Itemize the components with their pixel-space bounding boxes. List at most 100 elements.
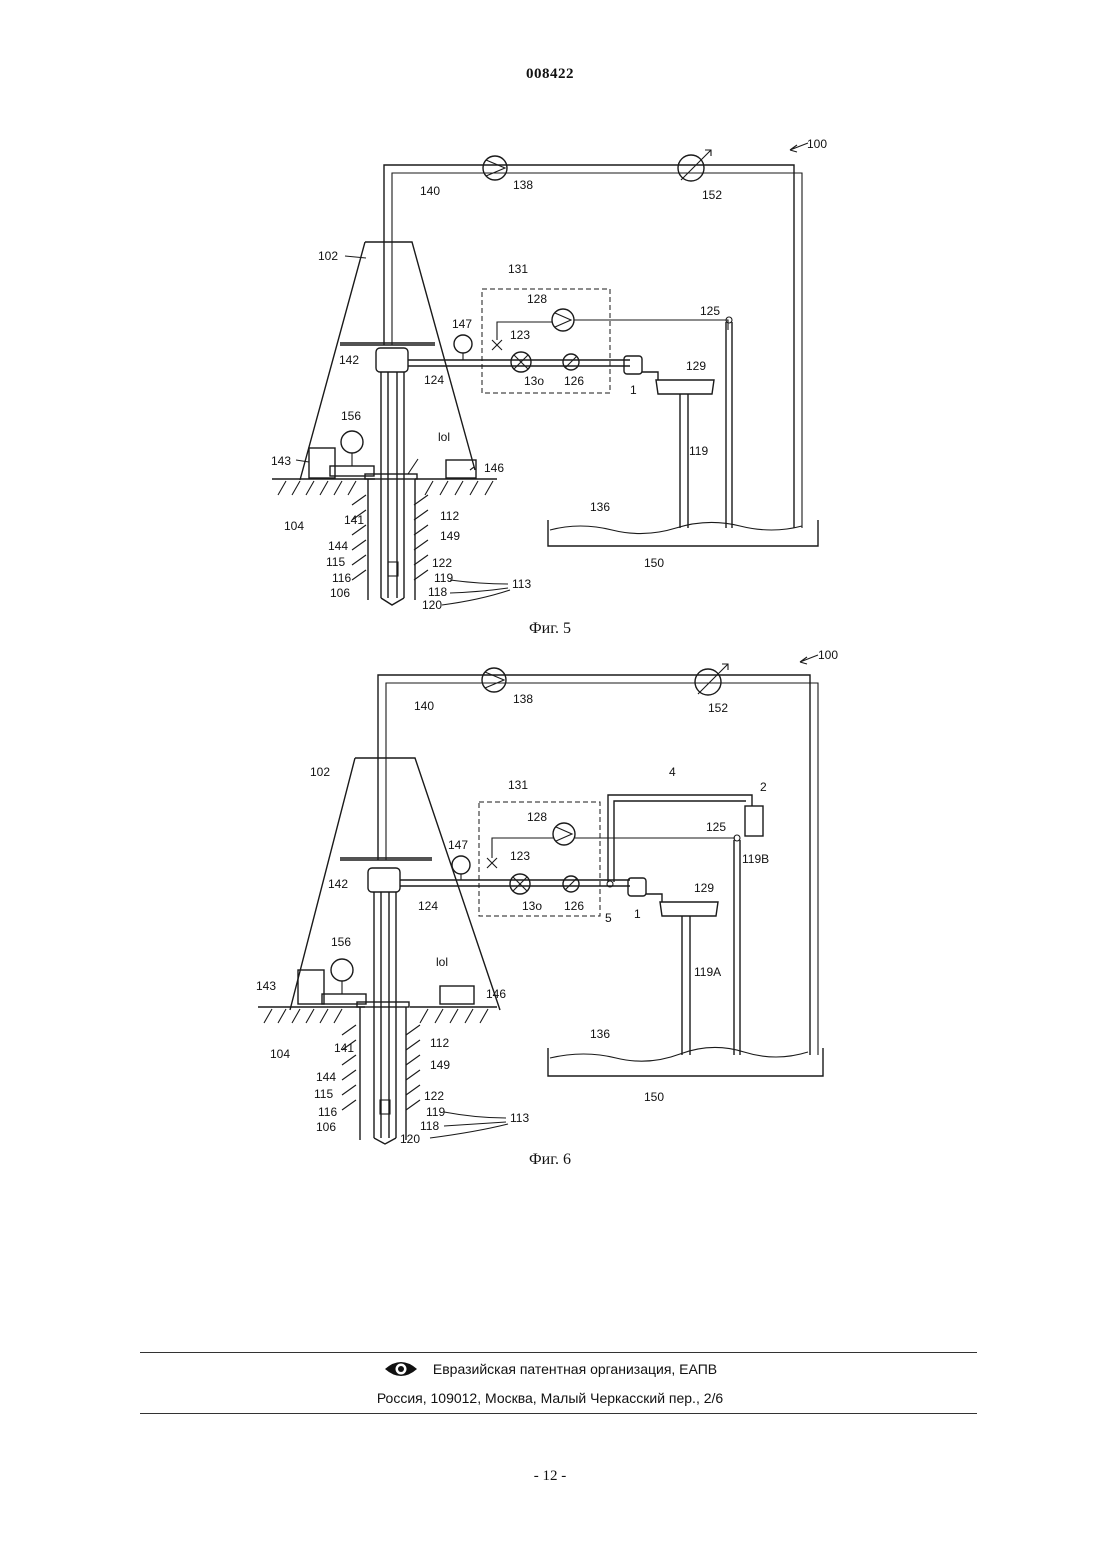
- label-142: 142: [339, 353, 359, 367]
- label-129: 129: [686, 359, 706, 373]
- label-149: 149: [440, 529, 460, 543]
- organization-name: Евразийская патентная организация, ЕАПВ: [433, 1361, 717, 1377]
- label-4: 4: [669, 765, 676, 779]
- label-122: 122: [424, 1089, 444, 1103]
- figure-5-drawing: 100 138 140 152 102 131 128 125 147 123 …: [0, 130, 1100, 620]
- label-125: 125: [700, 304, 720, 318]
- label-116: 116: [332, 571, 351, 585]
- footer-bottom-rule: [140, 1413, 977, 1414]
- label-130: 13о: [524, 374, 544, 388]
- feed-line-124: [408, 360, 630, 366]
- swivel-142: [368, 868, 400, 892]
- label-131: 131: [508, 262, 528, 276]
- meter-152-icon: [678, 155, 704, 181]
- figure-5: 100 138 140 152 102 131 128 125 147 123 …: [0, 130, 1100, 620]
- label-149: 149: [430, 1058, 450, 1072]
- label-150: 150: [644, 1090, 664, 1104]
- label-152: 152: [702, 188, 722, 202]
- label-138: 138: [513, 178, 533, 192]
- label-123: 123: [510, 849, 530, 863]
- label-128: 128: [527, 810, 547, 824]
- label-143: 143: [271, 454, 291, 468]
- unit-2: [745, 806, 763, 836]
- label-115: 115: [314, 1087, 333, 1101]
- label-100: 100: [807, 137, 827, 151]
- label-156: 156: [341, 409, 361, 423]
- label-125: 125: [706, 820, 726, 834]
- label-101: lol: [436, 955, 448, 969]
- label-141: 141: [334, 1041, 354, 1055]
- label-136: 136: [590, 500, 610, 514]
- label-156: 156: [331, 935, 351, 949]
- unit-143: [298, 970, 324, 1004]
- label-152: 152: [708, 701, 728, 715]
- label-123: 123: [510, 328, 530, 342]
- label-116: 116: [318, 1105, 337, 1119]
- label-126: 126: [564, 899, 584, 913]
- footer-address: Россия, 109012, Москва, Малый Черкасский…: [0, 1390, 1100, 1406]
- pump-138-icon: [483, 156, 507, 180]
- gauge-156-icon: [341, 431, 363, 453]
- separator-1: [628, 878, 646, 896]
- label-113: 113: [512, 577, 531, 591]
- label-106: 106: [330, 586, 350, 600]
- line-119: [680, 394, 688, 528]
- label-140: 140: [414, 699, 434, 713]
- footer-organization: Евразийская патентная организация, ЕАПВ: [0, 1359, 1100, 1382]
- label-102: 102: [318, 249, 338, 263]
- label-128: 128: [527, 292, 547, 306]
- label-119: 119: [426, 1105, 445, 1119]
- figure-6-drawing: 100 138 140 152 102 4 131 2 128 125 147 …: [0, 645, 1100, 1145]
- label-130: 13о: [522, 899, 542, 913]
- label-120: 120: [400, 1132, 420, 1145]
- label-113: 113: [510, 1111, 529, 1125]
- label-136: 136: [590, 1027, 610, 1041]
- label-119b: 119: [689, 444, 708, 458]
- unit-143: [309, 448, 335, 478]
- label-118: 118: [428, 585, 447, 599]
- label-119B: 119В: [742, 852, 769, 866]
- label-122: 122: [432, 556, 452, 570]
- tank-129: [660, 902, 718, 916]
- footer-top-rule: [140, 1352, 977, 1353]
- line-119A: [682, 916, 690, 1055]
- label-119A: 119А: [694, 965, 721, 979]
- gauge-156-icon: [331, 959, 353, 981]
- unit-146: [440, 986, 474, 1004]
- label-118: 118: [420, 1119, 439, 1133]
- tank-129: [656, 380, 714, 394]
- separator-1: [624, 356, 642, 374]
- label-131: 131: [508, 778, 528, 792]
- label-104: 104: [284, 519, 304, 533]
- figure-6: 100 138 140 152 102 4 131 2 128 125 147 …: [0, 645, 1100, 1145]
- label-100: 100: [818, 648, 838, 662]
- label-146: 146: [486, 987, 506, 1001]
- feed-line-124: [400, 880, 630, 886]
- label-119: 119: [434, 571, 453, 585]
- label-104: 104: [270, 1047, 290, 1061]
- label-112: 112: [430, 1036, 449, 1050]
- label-146: 146: [484, 461, 504, 475]
- eapo-eye-logo-icon: [383, 1359, 419, 1382]
- meter-152-icon: [695, 669, 721, 695]
- label-1: 1: [634, 907, 641, 921]
- document-number: 008422: [0, 66, 1100, 83]
- label-1: 1: [630, 383, 637, 397]
- label-2: 2: [760, 780, 767, 794]
- label-115: 115: [326, 555, 345, 569]
- label-138: 138: [513, 692, 533, 706]
- label-102: 102: [310, 765, 330, 779]
- label-129: 129: [694, 881, 714, 895]
- figure-5-caption: Фиг. 5: [0, 620, 1100, 638]
- pump-138-icon: [482, 668, 506, 692]
- label-141: 141: [344, 513, 364, 527]
- label-140: 140: [420, 184, 440, 198]
- label-126: 126: [564, 374, 584, 388]
- label-124: 124: [418, 899, 438, 913]
- label-142: 142: [328, 877, 348, 891]
- gauge-147-icon: [454, 335, 472, 353]
- label-124: 124: [424, 373, 444, 387]
- label-5: 5: [605, 911, 612, 925]
- label-144: 144: [328, 539, 348, 553]
- label-120: 120: [422, 598, 442, 612]
